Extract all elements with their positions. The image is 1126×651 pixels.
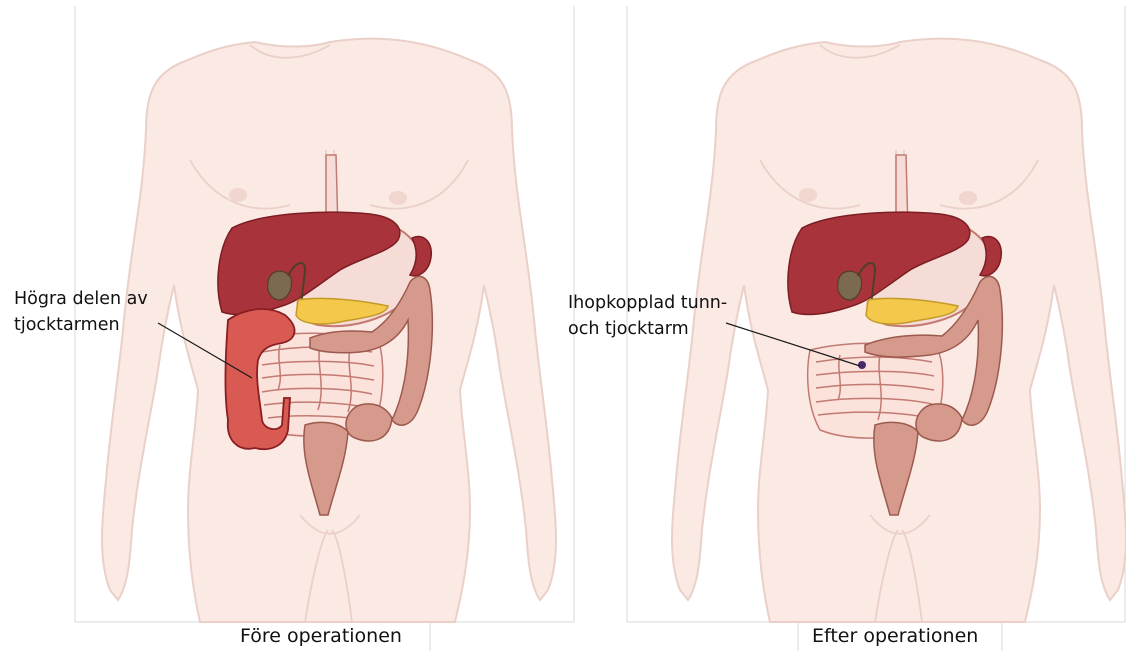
anastomosis-label-line-1: Ihopkopplad tunn- bbox=[568, 290, 727, 316]
anastomosis-point bbox=[858, 361, 866, 369]
panel-after: Ihopkopplad tunn- och tjocktarm Efter op… bbox=[580, 0, 1126, 651]
left-nipple bbox=[229, 188, 247, 202]
right-nipple bbox=[389, 191, 407, 205]
right-nipple bbox=[959, 191, 977, 205]
anastomosis-label: Ihopkopplad tunn- och tjocktarm bbox=[568, 290, 727, 342]
after-caption: Efter operationen bbox=[812, 625, 978, 647]
anastomosis-label-line-2: och tjocktarm bbox=[568, 316, 727, 342]
right-colon-label-line-2: tjocktarmen bbox=[14, 312, 148, 338]
left-nipple bbox=[799, 188, 817, 202]
before-caption: Före operationen bbox=[240, 625, 402, 647]
right-colon-label-line-1: Högra delen av bbox=[14, 286, 148, 312]
panel-before: Högra delen av tjocktarmen Före operatio… bbox=[0, 0, 580, 651]
right-colon-label: Högra delen av tjocktarmen bbox=[14, 286, 148, 338]
